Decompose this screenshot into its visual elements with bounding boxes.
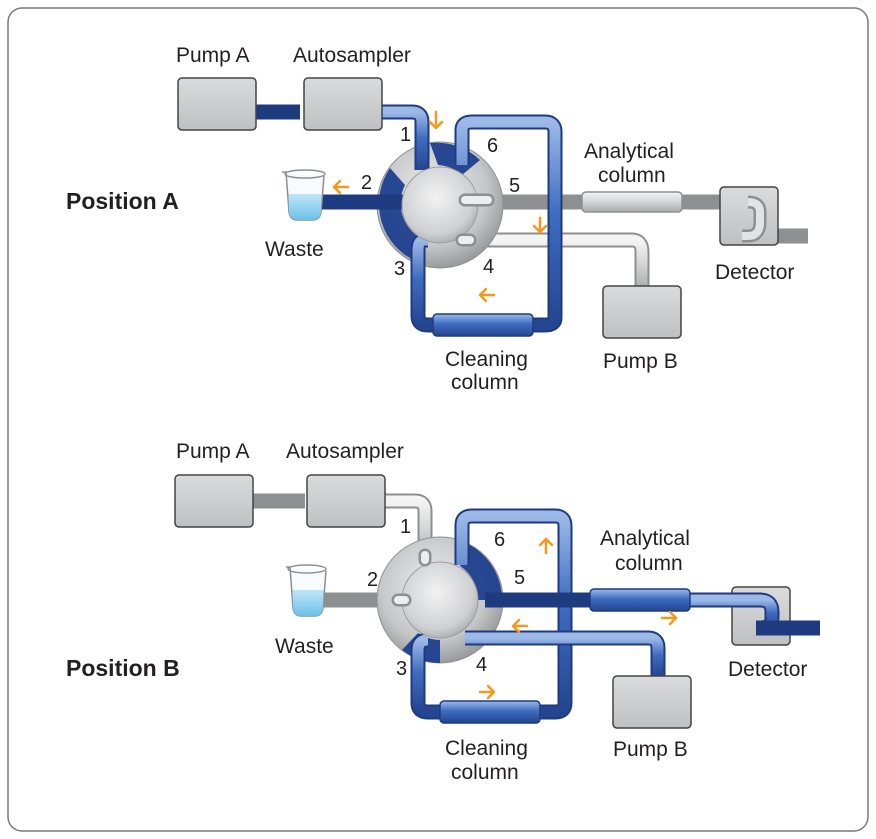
autosampler-label-b: Autosampler [286,440,404,463]
pump-b-label-b: Pump B [613,738,688,761]
pump-a-box-b [174,474,254,528]
port-4-label-a: 4 [483,256,494,278]
figure-border [7,7,869,832]
pump-b-label-a: Pump B [603,350,678,373]
cleaning-column-a [432,313,534,337]
position-a-panel: Position A Pump A Autosampler Waste Anal… [66,44,808,394]
port-2-label-b: 2 [367,569,378,591]
analytical-column-label-a-2: column [598,164,666,187]
port-1-label-b: 1 [400,516,411,538]
pump-a-label-b: Pump A [176,440,250,463]
cleaning-column-b [439,700,541,724]
waste-beaker-b [286,564,327,617]
valve-rotor-b [401,561,479,639]
active-tubing-a [255,104,563,333]
cleaning-column-label-a-1: Cleaning [445,348,528,371]
port-3-label-a: 3 [394,258,405,280]
analytical-column-a [581,191,683,213]
analytical-column-b [589,588,691,612]
pump-b-box-a [602,285,682,339]
position-a-title: Position A [66,188,179,214]
position-b-panel: Position B Pump A Autosampler Waste Anal… [66,440,820,784]
autosampler-label-a: Autosampler [293,44,411,67]
port-4-label-b: 4 [476,654,487,676]
port-3-label-b: 3 [396,658,407,680]
autosampler-box-b [306,474,386,528]
cleaning-column-label-b-2: column [451,761,519,784]
port-6-label-b: 6 [494,529,505,551]
waste-label-b: Waste [275,635,334,658]
detector-label-b: Detector [728,658,807,681]
active-tubing-b [410,508,820,720]
autosampler-box-a [303,77,383,131]
pump-a-box-a [177,77,257,131]
port-5-label-b: 5 [514,567,525,589]
waste-label-a: Waste [265,238,324,261]
flow-arrows-b [478,537,678,700]
port-5-label-a: 5 [509,175,520,197]
pump-b-box-b [612,675,692,729]
flow-arrows-a [332,110,548,303]
port-2-label-a: 2 [361,172,372,194]
waste-beaker-a [282,169,326,221]
pump-a-label-a: Pump A [176,44,250,67]
port-6-label-a: 6 [487,135,498,157]
cleaning-column-label-a-2: column [451,371,519,394]
detector-label-a: Detector [715,261,794,284]
analytical-column-label-a-1: Analytical [584,140,674,163]
position-b-title: Position B [66,655,180,681]
port-1-label-a: 1 [400,124,411,146]
analytical-column-label-b-1: Analytical [600,527,690,550]
cleaning-column-label-b-1: Cleaning [445,737,528,760]
analytical-column-label-b-2: column [615,552,683,575]
